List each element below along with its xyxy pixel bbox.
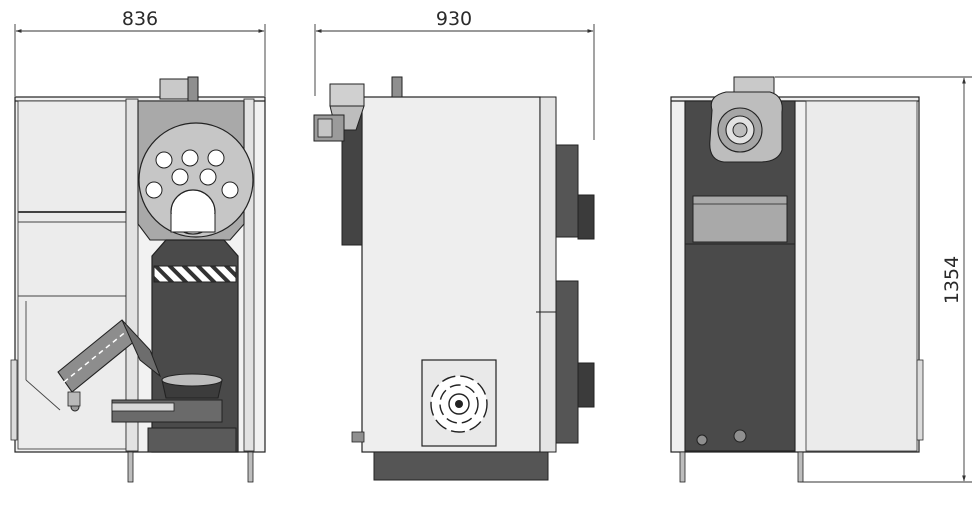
tube-hole [221,181,239,199]
tube-hole [145,181,163,199]
pellet-feeder [57,319,162,407]
dimension-label-width: 836 [122,8,158,30]
dimension-side-depth: 930 [314,8,595,140]
rear-view [670,76,924,483]
tube-hole [181,149,199,167]
dimension-label-height: 1354 [941,256,963,304]
front-view [10,76,266,483]
fan-grille [421,359,497,447]
blower [709,76,783,163]
tube-hole [171,168,189,186]
side-view [313,76,595,481]
tube-hole [155,151,173,169]
dimension-label-depth: 930 [436,8,472,30]
dimension-front-width: 836 [14,8,266,96]
tube-hole [207,149,225,167]
tube-hole [199,168,217,186]
dimension-height: 1354 [775,76,972,483]
